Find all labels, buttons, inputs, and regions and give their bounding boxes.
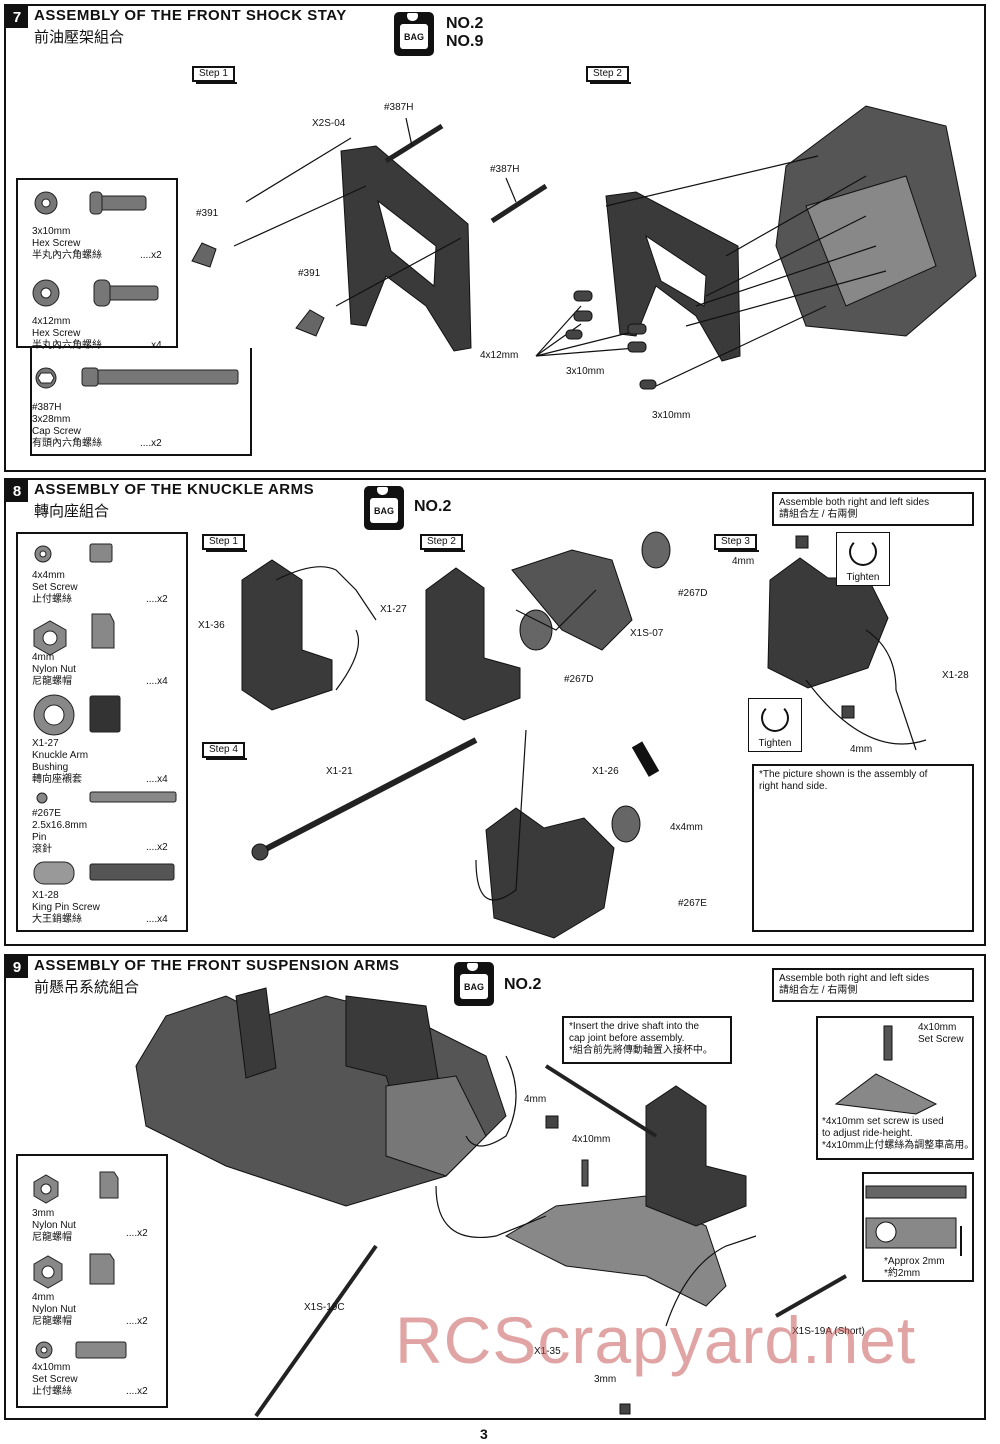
section-number: 8 bbox=[6, 480, 28, 502]
part-qty: ....x2 bbox=[126, 1228, 148, 1239]
callout-label: #391 bbox=[196, 208, 219, 219]
callout-label: #267E bbox=[678, 898, 707, 909]
callout-label: X1-27 bbox=[380, 604, 407, 615]
callout-label: X1-28 bbox=[942, 670, 969, 681]
callout-label: X1-26 bbox=[592, 766, 619, 777]
part-qty: ....x2 bbox=[126, 1316, 148, 1327]
part-qty: ....x4 bbox=[146, 676, 168, 687]
callout-label: 4x12mm bbox=[480, 350, 519, 361]
section-title: ASSEMBLY OF THE FRONT SUSPENSION ARMS bbox=[34, 957, 400, 974]
callout-label: #391 bbox=[298, 268, 321, 279]
suspension-diagram bbox=[135, 987, 847, 1418]
callout-label: 4mm bbox=[524, 1094, 547, 1105]
tighten-icon: Tighten bbox=[836, 532, 890, 586]
callout-label: 4x10mm bbox=[572, 1134, 611, 1145]
step-label: Step 4 bbox=[202, 742, 247, 760]
callout-label: 3mm bbox=[594, 1374, 617, 1385]
step-label: Step 2 bbox=[586, 66, 631, 84]
parts-list bbox=[30, 348, 252, 456]
parts-icons bbox=[33, 1171, 127, 1359]
part-qty: ....x2 bbox=[146, 594, 168, 605]
approx-drawing bbox=[865, 1185, 967, 1256]
step-label: Step 2 bbox=[420, 534, 465, 552]
section-number: 7 bbox=[6, 6, 28, 28]
callout-label: 3x10mm bbox=[652, 410, 691, 421]
bag-icon: BAG bbox=[394, 12, 434, 56]
section-7: 7 ASSEMBLY OF THE FRONT SHOCK STAY 前油壓架組… bbox=[4, 4, 986, 472]
step-label: Step 3 bbox=[714, 534, 759, 552]
callout-label: #387H bbox=[490, 164, 520, 175]
callout-label: X1S-07 bbox=[630, 628, 664, 639]
parts-icons bbox=[32, 191, 239, 389]
part-qty: ....x2 bbox=[140, 250, 162, 261]
parts-icons bbox=[33, 543, 177, 885]
section-subtitle: 前油壓架組合 bbox=[34, 29, 125, 46]
part-qty: ....x4 bbox=[146, 774, 168, 785]
part-qty: ....x4 bbox=[146, 914, 168, 925]
part-qty: ....x2 bbox=[146, 842, 168, 853]
callout-label: X1-36 bbox=[198, 620, 225, 631]
part-qty: ....x4 bbox=[140, 340, 162, 351]
part-qty: ....x2 bbox=[126, 1386, 148, 1397]
callout-label: #267D bbox=[564, 674, 594, 685]
shock-stay-diagram bbox=[191, 105, 977, 390]
bag-number: NO.2 bbox=[414, 498, 452, 515]
callout-label: 4mm bbox=[732, 556, 755, 567]
callout-label: #387H bbox=[384, 102, 414, 113]
callout-label: 4x4mm bbox=[670, 822, 703, 833]
callout-label: X1S-19A (Short) bbox=[792, 1326, 865, 1337]
tighten-icon: Tighten bbox=[748, 698, 802, 752]
approx-label: *Approx 2mm*約2mm bbox=[884, 1256, 945, 1279]
callout-label: X1S-19C bbox=[304, 1302, 345, 1313]
section-subtitle: 轉向座組合 bbox=[34, 503, 110, 520]
callout-label: 4mm bbox=[850, 744, 873, 755]
bag-icon: BAG bbox=[364, 486, 404, 530]
section-number: 9 bbox=[6, 956, 28, 978]
page-number: 3 bbox=[480, 1426, 488, 1442]
bag-icon: BAG bbox=[454, 962, 494, 1006]
callout-label: X1-21 bbox=[326, 766, 353, 777]
bag-number: NO.2 bbox=[504, 976, 542, 993]
step-label: Step 1 bbox=[202, 534, 247, 552]
step-label: Step 1 bbox=[192, 66, 237, 84]
callout-label: 3x10mm bbox=[566, 366, 605, 377]
part-qty: ....x2 bbox=[140, 438, 162, 449]
watermark: RCScrapyard.net bbox=[395, 1303, 917, 1377]
section-title: ASSEMBLY OF THE FRONT SHOCK STAY bbox=[34, 7, 347, 24]
ride-height-drawing bbox=[834, 1025, 938, 1115]
callout-label: #267D bbox=[678, 588, 708, 599]
section-8: 8 ASSEMBLY OF THE KNUCKLE ARMS 轉向座組合 BAG… bbox=[4, 478, 986, 946]
callout-label: X2S-04 bbox=[312, 118, 346, 129]
section-subtitle: 前懸吊系統組合 bbox=[34, 979, 140, 996]
section-title: ASSEMBLY OF THE KNUCKLE ARMS bbox=[34, 481, 315, 498]
section-9: 9 ASSEMBLY OF THE FRONT SUSPENSION ARMS … bbox=[4, 954, 986, 1420]
callout-label: X1-35 bbox=[534, 1346, 561, 1357]
